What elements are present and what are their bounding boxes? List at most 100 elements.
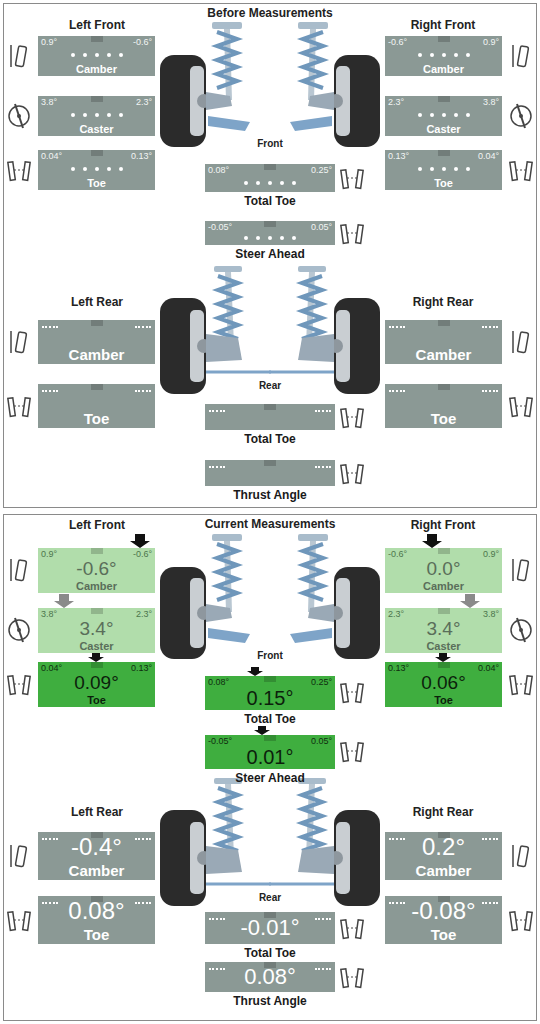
front-suspension: [290, 22, 380, 147]
range-row: 0.13°0.04°: [388, 151, 499, 161]
dotted-end: [42, 902, 58, 904]
gauge-notch: [91, 320, 103, 326]
alignment-gauge: 0.9°-0.6°Camber: [38, 36, 155, 76]
scale-dot: [430, 53, 434, 57]
gauge-notch: [438, 96, 450, 102]
range-limit: 0.04°: [41, 663, 62, 673]
range-limit: 3.8°: [41, 609, 57, 619]
scale-dot: [418, 53, 422, 57]
gauge-notch: [438, 608, 450, 614]
range-limit: 2.3°: [388, 609, 404, 619]
range-row: 3.8°2.3°: [41, 97, 152, 107]
gauge-caption: Total Toe: [185, 194, 355, 208]
range-row: 0.08°0.25°: [208, 677, 332, 687]
rear-suspension: [160, 266, 271, 394]
gauge-caption: Camber: [41, 580, 152, 592]
range-row: 0.04°0.13°: [41, 663, 152, 673]
range-row: 0.13°0.04°: [388, 663, 499, 673]
alignment-gauge: 0.2°Camber: [385, 832, 502, 880]
alignment-gauge: 2.3°3.8°3.4°Caster: [385, 608, 502, 653]
rear-suspension: [269, 778, 380, 906]
gauge-caption: Toe: [41, 177, 152, 189]
alignment-gauge: -0.6°0.9°0.0°Camber: [385, 548, 502, 593]
scale-dot: [268, 236, 272, 240]
alignment-gauge: 3.8°2.3°Caster: [38, 96, 155, 136]
range-row: -0.05°0.05°: [208, 222, 332, 232]
dotted-end: [482, 838, 498, 840]
gauge-notch: [438, 320, 450, 326]
dotted-end: [135, 902, 151, 904]
measured-value: 0.0°: [426, 559, 460, 580]
indicator-arrow: [88, 653, 104, 662]
range-limit: 0.9°: [41, 549, 57, 559]
alignment-gauge: -0.08°Toe: [385, 896, 502, 944]
scale-dot: [418, 113, 422, 117]
scale-dot: [454, 167, 458, 171]
gauge-caption: Total Toe: [185, 946, 355, 960]
alignment-gauge: 0.04°0.13°0.09°Toe: [38, 662, 155, 707]
range-row: 0.9° -0.6°: [41, 549, 152, 559]
dotted-end: [209, 466, 225, 468]
dotted-end: [482, 326, 498, 328]
camber-icon: [11, 559, 27, 581]
scale-dot: [292, 181, 296, 185]
alignment-gauge: Camber: [38, 320, 155, 364]
scale-dot: [244, 236, 248, 240]
gauge-caption: Total Toe: [185, 712, 355, 726]
gauge-caption: Thrust Angle: [185, 994, 355, 1008]
alignment-gauge: Toe: [38, 384, 155, 428]
gauge-center: -0.6°: [41, 559, 152, 580]
gauge-center: 0.2°: [388, 833, 499, 862]
range-limit: 0.04°: [478, 151, 499, 161]
gauge-center: [41, 385, 152, 410]
gauge-center: [388, 107, 499, 123]
toe-icon: [510, 398, 532, 417]
gauge-center: 0.09°: [41, 673, 152, 694]
alignment-gauge: Total Toe: [205, 404, 335, 430]
dotted-end: [315, 410, 331, 412]
measured-value: 0.01°: [247, 746, 294, 768]
dotted-end: [315, 918, 331, 920]
gauge-center: [208, 175, 332, 191]
range-limit: -0.6°: [133, 549, 152, 559]
dotted-end: [135, 838, 151, 840]
dotted-end: [135, 326, 151, 328]
gauge-notch: [264, 164, 276, 170]
measured-value: 3.4°: [426, 619, 460, 640]
gauge-center: [388, 47, 499, 63]
alignment-gauge: 2.3°3.8°Caster: [385, 96, 502, 136]
toe-icon: [510, 676, 532, 695]
gauge-notch: [91, 662, 103, 668]
dotted-end: [209, 968, 225, 970]
camber-icon: [11, 845, 27, 867]
gauge-caption: Toe: [41, 926, 152, 943]
range-limit: 0.9°: [483, 549, 499, 559]
camber-icon: [513, 845, 529, 867]
gauge-caption: Toe: [388, 177, 499, 189]
scale-dot: [418, 167, 422, 171]
alignment-gauge: Thrust Angle: [205, 460, 335, 486]
range-row: 0.08°0.25°: [208, 165, 332, 175]
alignment-gauge: 0.08°0.25°Total Toe: [205, 164, 335, 192]
dotted-end: [482, 390, 498, 392]
dotted-end: [389, 838, 405, 840]
alignment-gauge: -0.05°0.05°0.01°Steer Ahead: [205, 735, 335, 769]
scale-dot: [119, 53, 123, 57]
range-limit: 0.04°: [478, 663, 499, 673]
gauge-caption: Toe: [41, 694, 152, 706]
gauge-center: -0.4°: [41, 833, 152, 862]
indicator-arrow: [254, 726, 270, 735]
range-row: 2.3°3.8°: [388, 609, 499, 619]
range-limit: -0.6°: [388, 37, 407, 47]
caster-icon: [511, 104, 531, 128]
indicator-arrow: [460, 594, 480, 608]
front-suspension: [290, 534, 380, 659]
wheel-position-label: Left Rear: [47, 806, 147, 820]
gauge-caption: Caster: [388, 640, 499, 652]
scale-dot: [442, 113, 446, 117]
gauge-caption: Total Toe: [185, 432, 355, 446]
steer-icon: [341, 225, 363, 244]
gauge-caption: Camber: [388, 862, 499, 879]
gauge-caption: Camber: [41, 346, 152, 363]
